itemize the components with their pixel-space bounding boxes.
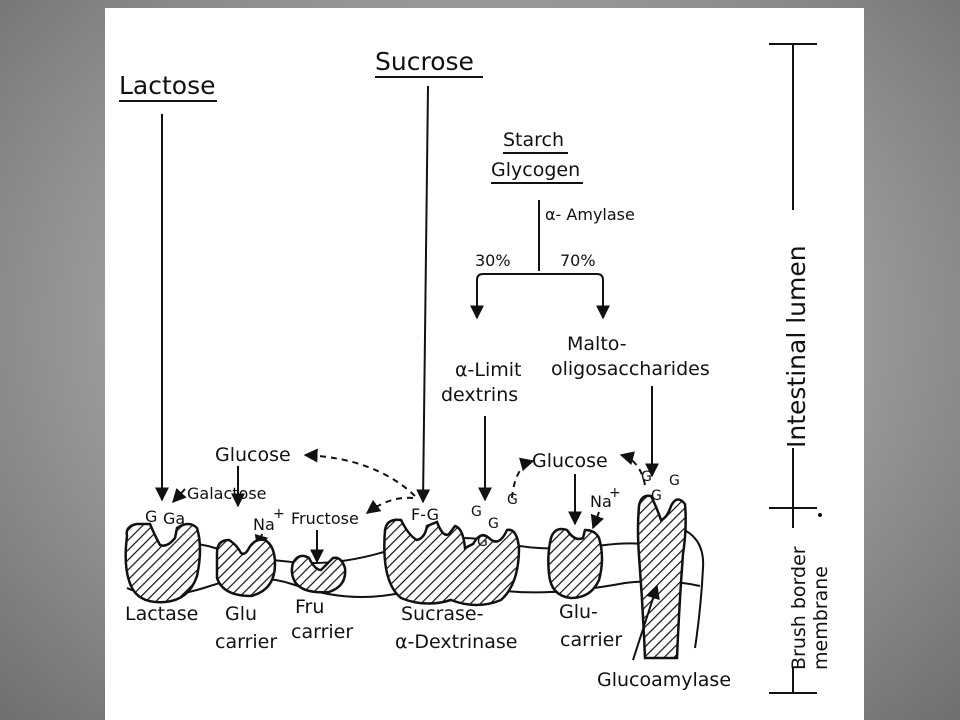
amylase-label: α- Amylase	[545, 205, 635, 224]
limit-dextrins-line2: dextrins	[441, 384, 518, 406]
na-arrow-2	[590, 511, 604, 530]
lactase-label: Lactase	[125, 603, 198, 625]
pct-70-label: 70%	[560, 251, 596, 270]
na-plus-1: +	[273, 506, 285, 522]
membrane-lower-line	[126, 577, 701, 598]
pct-30-label: 30%	[475, 251, 511, 270]
glucoamylase-enzyme	[636, 494, 687, 660]
galactose-label: Galactose	[187, 484, 267, 503]
sucrase-to-glucose-dashed	[303, 448, 416, 497]
sucrase-dextrinase-enzyme	[383, 518, 521, 607]
glu-carrier-2-label-a: Glu-	[559, 601, 598, 623]
branch-right-arrow	[483, 273, 610, 320]
glucoamylase-g-2: G	[669, 473, 680, 489]
lactase-ga-mark: Ga	[163, 509, 185, 528]
glucoamylase-label: Glucoamylase	[597, 669, 731, 691]
glycogen-label: Glycogen	[491, 159, 580, 181]
fructose-label: Fructose	[291, 509, 359, 528]
starch-label: Starch	[503, 129, 564, 151]
na-plus-2: +	[609, 485, 621, 501]
dextrinase-to-glucose-dashed	[511, 457, 535, 499]
lactose-label: Lactose	[119, 71, 216, 100]
glu-carrier-1-label-b: carrier	[215, 631, 277, 653]
malto-line2: oligosaccharides	[551, 358, 710, 380]
glucose-left-label: Glucose	[215, 444, 291, 466]
fru-carrier	[290, 554, 347, 594]
glu-carrier-2	[547, 527, 604, 600]
sucrose-arrow	[416, 85, 431, 504]
fru-carrier-label-a: Fru	[295, 596, 324, 618]
dextrin-g-1: G	[471, 504, 482, 520]
glucoamylase-g-1: G	[641, 469, 652, 485]
branch-left-arrow	[470, 273, 484, 320]
sucrase-label-b: α-Dextrinase	[395, 631, 517, 653]
glu-carrier-2-label-b: carrier	[560, 629, 622, 651]
glucose-right-label: Glucose	[532, 450, 608, 472]
dextrin-g-4: G	[477, 534, 488, 550]
glucoamylase-pointer-arrow	[632, 584, 660, 661]
lactase-g-mark: G	[145, 507, 157, 526]
membrane-label: membrane	[810, 566, 832, 670]
glu-carrier-1	[215, 538, 277, 598]
dextrin-g-2: G	[488, 516, 499, 532]
glu-carrier-1-label-a: Glu	[225, 603, 257, 625]
malto-line1: Malto-	[567, 333, 627, 355]
sucrase-to-fructose-dashed	[365, 496, 414, 514]
dextrin-g-3: G	[507, 492, 518, 508]
na-label-1: Na	[253, 515, 275, 534]
na-label-2: Na	[590, 492, 612, 511]
fru-carrier-label-b: carrier	[291, 621, 353, 643]
limit-dextrins-line1: α-Limit	[455, 359, 521, 381]
lactase-enzyme	[124, 522, 202, 604]
brush-border-label: Brush border	[788, 546, 810, 670]
carbohydrate-digestion-diagram: Lactose Sucrose Starch Glycogen α- Amyla…	[119, 43, 832, 694]
sucrose-label: Sucrose	[375, 47, 474, 76]
diagram-sheet: Lactose Sucrose Starch Glycogen α- Amyla…	[105, 8, 864, 720]
membrane-dot	[818, 513, 822, 517]
sucrase-label-a: Sucrase-	[401, 603, 483, 625]
glucoamylase-to-glucose-dashed	[619, 451, 646, 486]
glucoamylase-g-3: G	[651, 488, 662, 504]
galactose-arrow	[172, 487, 187, 504]
intestinal-lumen-label: Intestinal lumen	[782, 245, 811, 448]
membrane-right-curve	[679, 527, 705, 649]
sucrase-fg-mark: F-G	[411, 505, 439, 524]
